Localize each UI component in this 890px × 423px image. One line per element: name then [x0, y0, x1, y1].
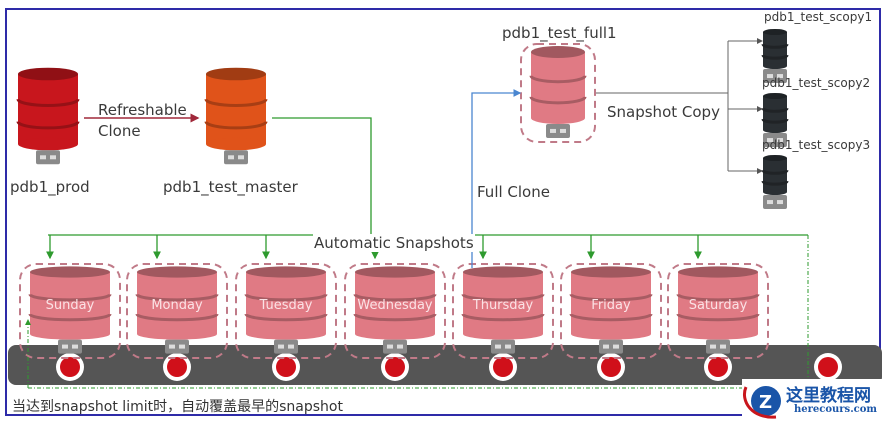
prod-label: pdb1_prod — [10, 178, 90, 196]
connector-icon — [706, 339, 730, 354]
prod-database-icon — [16, 67, 80, 165]
snapshot-monday-database-icon — [126, 263, 228, 359]
master-label: pdb1_test_master — [163, 178, 298, 196]
snapshot-label-monday: Monday — [151, 298, 203, 313]
connector-icon — [599, 339, 623, 354]
connector-icon — [36, 150, 60, 165]
scopy3-database-icon — [761, 154, 789, 210]
snapshot-label-friday: Friday — [591, 298, 631, 313]
snapshot-label-tuesday: Tuesday — [259, 298, 313, 313]
snapshot-label-thursday: Thursday — [472, 298, 534, 313]
watermark-url: herecours.com — [794, 404, 878, 415]
snapshot-label-saturday: Saturday — [688, 298, 748, 313]
snapshot-copy-label: Snapshot Copy — [607, 103, 720, 121]
snapshot-tuesday-database-icon — [235, 263, 337, 359]
snapshot-friday-database-icon — [560, 263, 662, 359]
scopy1-label: pdb1_test_scopy1 — [764, 10, 873, 24]
snapshot-label-wednesday: Wednesday — [357, 298, 433, 313]
connector-icon — [763, 195, 787, 210]
connector-icon — [224, 150, 248, 165]
scopy2-database-icon — [761, 92, 789, 148]
watermark-title: 这里教程网 — [786, 386, 871, 406]
connector-icon — [763, 69, 787, 84]
connector-icon — [383, 339, 407, 354]
connector-icon — [58, 339, 82, 354]
clone-label: Clone — [98, 122, 141, 140]
watermark: Z 这里教程网 herecours.com — [742, 379, 890, 423]
connector-icon — [763, 133, 787, 148]
full-clone-label: Full Clone — [477, 183, 550, 201]
scopy1-database-icon — [761, 28, 789, 84]
master-to-snapshots-line — [272, 117, 372, 235]
snapshot-wednesday-database-icon — [344, 263, 446, 359]
connector-icon — [165, 339, 189, 354]
connector-icon — [546, 123, 570, 138]
automatic-snapshots-label: Automatic Snapshots — [313, 234, 475, 252]
svg-text:Z: Z — [759, 392, 772, 413]
refreshable-label: Refreshable — [98, 101, 187, 119]
scopy3-label: pdb1_test_scopy3 — [762, 138, 871, 152]
snapshot-thursday-database-icon — [452, 263, 554, 359]
full-label: pdb1_test_full1 — [502, 24, 617, 42]
watermark-logo-icon: Z — [743, 386, 781, 419]
snapshot-sunday-database-icon — [19, 263, 121, 359]
connector-icon — [491, 339, 515, 354]
full-clone-arrow — [471, 89, 522, 268]
connector-icon — [274, 339, 298, 354]
scopy2-label: pdb1_test_scopy2 — [762, 76, 871, 90]
retention-note: 当达到snapshot limit时，自动覆盖最早的snapshot — [12, 399, 343, 415]
master-database-icon — [204, 67, 268, 165]
conveyor-belt — [8, 345, 882, 385]
snapshot-label-sunday: Sunday — [45, 298, 95, 313]
snapshot-saturday-database-icon — [667, 263, 769, 359]
full-clone-database-icon — [520, 43, 596, 143]
